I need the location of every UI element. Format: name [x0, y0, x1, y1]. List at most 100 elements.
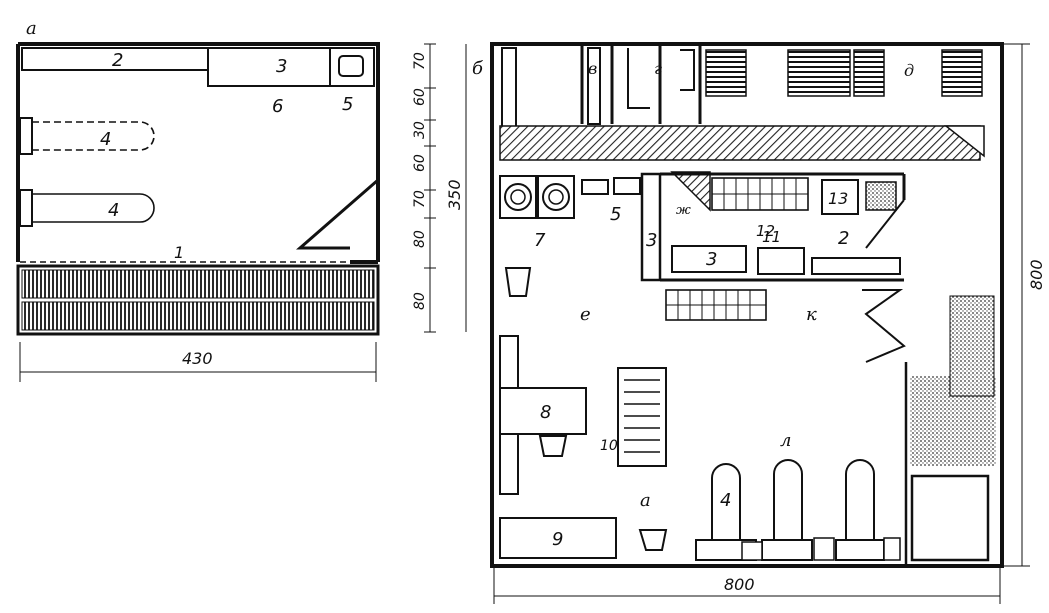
item-7-label: 7 — [534, 230, 546, 251]
door-zigzag — [862, 199, 906, 363]
plan-b-width-dim: 800 — [724, 575, 755, 594]
dimension-ticks — [424, 43, 436, 333]
plan-a-width-dimension-line — [19, 342, 377, 382]
dimension-lines-vertical — [429, 44, 467, 332]
room-e-label: е — [580, 304, 591, 325]
room-g-label: г — [654, 59, 662, 78]
plan-a-chair-1 — [32, 121, 155, 151]
corridor-corner — [943, 125, 985, 158]
plan-a-width-dim: 430 — [182, 349, 213, 368]
table-grid-k-lines — [666, 290, 766, 320]
item-12-label: 12 — [756, 222, 775, 240]
item-11-label: 11 — [762, 228, 781, 246]
bench-2 — [811, 257, 901, 275]
plan-b-width-dimension-line — [493, 568, 1001, 604]
plan-b-locker-v — [501, 47, 517, 129]
plan-a-item-1-label: 1 — [174, 243, 184, 262]
plan-b-height-dimension-line — [1004, 43, 1030, 567]
plan-a-sink-basin — [338, 55, 364, 77]
corridor-hatch — [499, 125, 981, 161]
room-v-label: в — [588, 59, 597, 78]
dryer-spacer-3 — [883, 537, 901, 561]
plan-a-item-6-label: 6 — [272, 96, 283, 117]
plan-a-item-5-label: 5 — [342, 94, 353, 115]
plan-a-window-row-1 — [21, 269, 375, 299]
item-3a-label: 3 — [646, 230, 657, 251]
washer-2-inner — [548, 189, 564, 205]
plan-a-diagonal-wall — [295, 178, 379, 250]
right-shade — [910, 376, 996, 466]
item-8-label: 8 — [540, 402, 551, 423]
table-8 — [499, 387, 587, 435]
dim-70-mid: 70 — [412, 190, 428, 208]
device-near-13 — [865, 181, 897, 211]
plan-a-chair-1-base — [19, 117, 33, 155]
hatch-triangle — [670, 171, 711, 212]
cabinet-3-horizontal — [671, 245, 747, 273]
plan-a-item-4b-label: 4 — [108, 200, 119, 221]
plan-b-top-partitions — [580, 44, 702, 124]
dim-80-bottom: 80 — [412, 292, 428, 310]
item-10-label: 10 — [600, 438, 618, 454]
plan-a-item-4a-label: 4 — [100, 129, 111, 150]
plan-b: в г д 7 5 3 ж 12 13 — [490, 42, 1046, 604]
plan-b-panel-letter: б — [472, 58, 484, 79]
bin-upper — [504, 267, 532, 297]
plan-a-window-row-2 — [21, 301, 375, 331]
plan-a-chair-2-base — [19, 189, 33, 227]
plan-a-item-3-label: 3 — [276, 56, 287, 77]
sink-5b — [613, 177, 641, 195]
bin-lower — [638, 529, 668, 551]
partition-top — [660, 172, 906, 200]
washer-1-inner — [510, 189, 526, 205]
radiator-1 — [705, 49, 747, 97]
dryer-spacer-1 — [741, 541, 763, 561]
room-k-label: к — [806, 304, 817, 325]
bench-9 — [499, 517, 617, 559]
item-13-label: 13 — [828, 189, 848, 208]
workbench-12-grid — [712, 178, 808, 210]
cabinet-13 — [821, 179, 859, 215]
plan-b-height-dim: 800 — [1027, 259, 1046, 290]
dim-30: 30 — [412, 121, 428, 139]
dim-70-top: 70 — [412, 52, 428, 70]
partition-cabinet-3 — [640, 172, 662, 282]
radiator-4 — [941, 49, 983, 97]
radiator-2 — [787, 49, 851, 97]
item-9-label: 9 — [552, 529, 563, 550]
dryer-3 — [835, 459, 885, 561]
dryer-spacer-2 — [813, 537, 835, 561]
dim-80-mid: 80 — [412, 230, 428, 248]
plan-b-bench-v — [587, 47, 601, 125]
height-dimensions: 70 60 30 60 70 80 80 350 б — [412, 43, 484, 333]
room-l-label: л — [780, 430, 791, 451]
room-a-label: а — [640, 490, 651, 511]
room-zh-label: ж — [676, 203, 691, 218]
plan-a-chair-2 — [32, 193, 155, 223]
radiator-3 — [853, 49, 885, 97]
sink-5a — [581, 179, 609, 195]
plan-a-panel-letter: а — [26, 18, 37, 39]
dryer-2 — [761, 459, 813, 561]
rack-10-shelves — [624, 379, 660, 453]
dim-total-350: 350 — [445, 179, 464, 210]
right-box — [910, 474, 990, 562]
item-2-label: 2 — [838, 228, 849, 249]
item-5-label: 5 — [610, 204, 621, 225]
dim-60-mid: 60 — [412, 154, 428, 172]
plan-a-sink-5 — [329, 47, 375, 87]
plan-a: а 2 3 5 6 4 4 1 430 — [16, 18, 380, 382]
plan-a-cabinet-3 — [207, 47, 331, 87]
room-d-label: д — [904, 61, 914, 80]
item-3b-label: 3 — [706, 249, 717, 270]
dim-60-top: 60 — [412, 88, 428, 106]
plan-b-outer-wall — [490, 42, 1004, 568]
chair-8 — [538, 435, 568, 457]
rack-10 — [617, 367, 667, 467]
plan-b-fixture-g — [627, 48, 695, 109]
appliance-11 — [757, 247, 805, 275]
plan-a-item-2-label: 2 — [112, 50, 123, 71]
right-dotted-cabinet — [949, 295, 995, 397]
